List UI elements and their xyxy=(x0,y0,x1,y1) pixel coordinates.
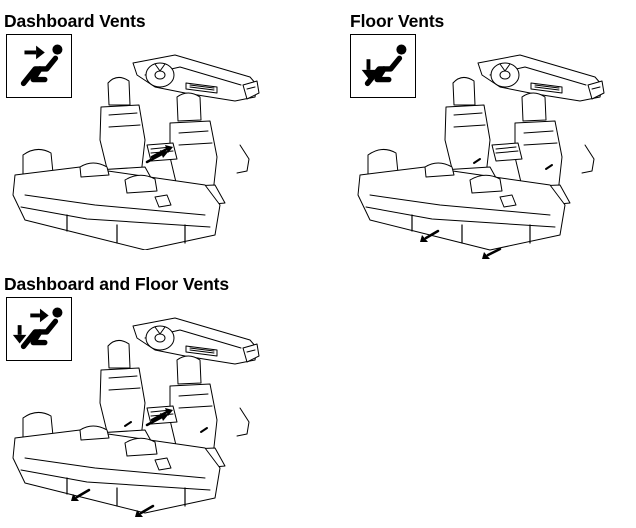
cabin-illustration-dashboard-vents xyxy=(5,45,260,250)
cabin-illustration-floor-vents xyxy=(350,45,605,260)
floor-vent-mode-icon xyxy=(350,34,416,98)
section-title-dashboard-vents: Dashboard Vents xyxy=(4,11,146,31)
section-title-floor-vents: Floor Vents xyxy=(350,11,445,31)
section-title-dashboard-and-floor-vents: Dashboard and Floor Vents xyxy=(4,274,230,294)
dashboard-and-floor-vent-mode-icon xyxy=(6,297,72,361)
dashboard-vent-mode-icon xyxy=(6,34,72,98)
cabin-illustration-dashboard-and-floor-vents xyxy=(5,308,260,523)
